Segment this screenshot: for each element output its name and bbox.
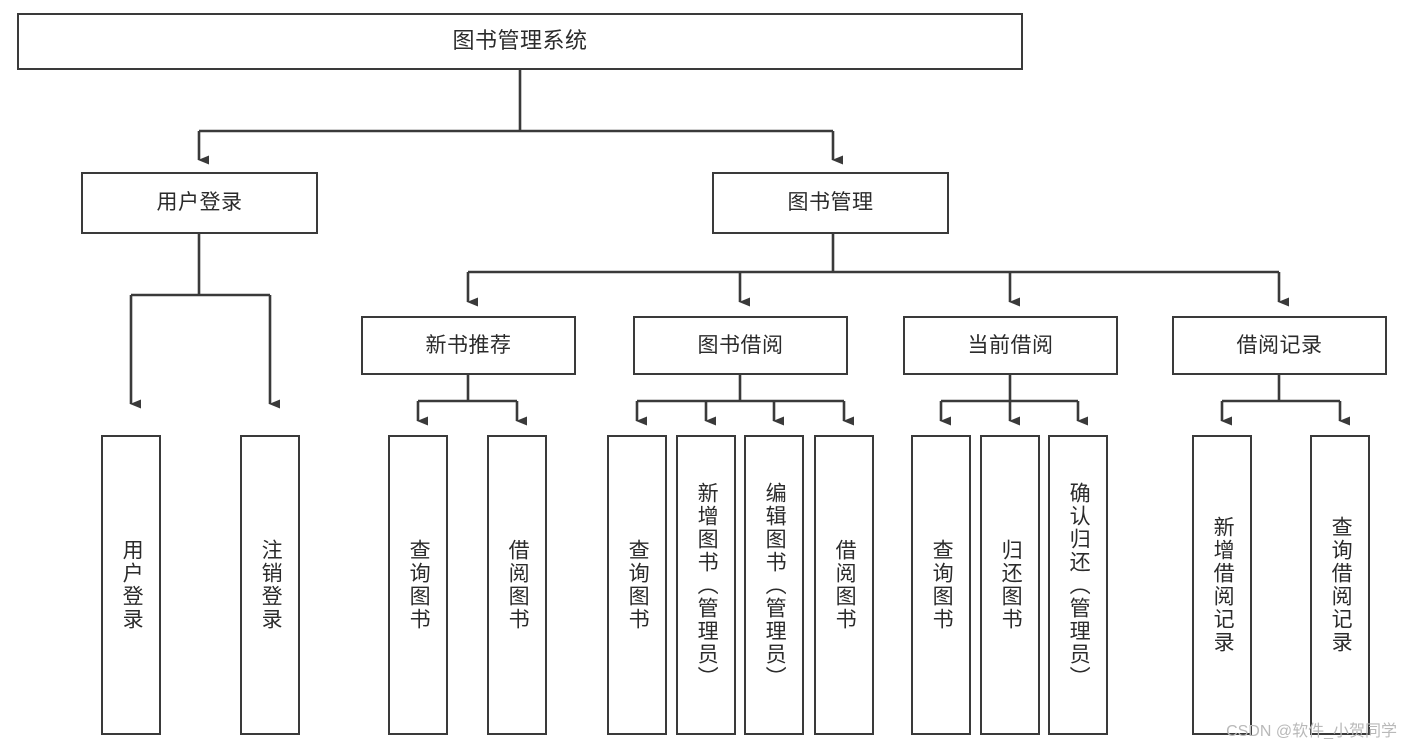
node-label: 查询图书 bbox=[626, 539, 650, 631]
node-leaf-query-book-2[interactable]: 查询图书 bbox=[607, 435, 667, 735]
node-label: 借阅图书 bbox=[506, 539, 530, 631]
node-user-login[interactable]: 用户登录 bbox=[81, 172, 318, 234]
node-new-book-recommend[interactable]: 新书推荐 bbox=[361, 316, 576, 375]
node-leaf-query-book-1[interactable]: 查询图书 bbox=[388, 435, 448, 735]
csdn-watermark: CSDN @软件_小贺同学 bbox=[1226, 723, 1397, 740]
node-leaf-borrow-book-1[interactable]: 借阅图书 bbox=[487, 435, 547, 735]
node-label: 借阅记录 bbox=[1236, 333, 1323, 357]
node-label: 用户登录 bbox=[120, 539, 144, 631]
node-leaf-borrow-book-2[interactable]: 借阅图书 bbox=[814, 435, 874, 735]
node-label: 借阅图书 bbox=[833, 539, 857, 631]
node-book-management[interactable]: 图书管理 bbox=[712, 172, 949, 234]
node-leaf-user-login[interactable]: 用户登录 bbox=[101, 435, 161, 735]
node-label: 图书管理 bbox=[787, 191, 874, 215]
node-label: 新增借阅记录 bbox=[1211, 516, 1235, 654]
node-root-book-management-system[interactable]: 图书管理系统 bbox=[17, 13, 1023, 70]
node-label: 注销登录 bbox=[259, 539, 283, 631]
node-label: 图书管理系统 bbox=[452, 28, 588, 54]
node-label: 当前借阅 bbox=[967, 333, 1054, 357]
node-label: 归还图书 bbox=[999, 539, 1023, 631]
node-leaf-query-book-3[interactable]: 查询图书 bbox=[911, 435, 971, 735]
node-label: 新书推荐 bbox=[425, 333, 512, 357]
node-book-borrow[interactable]: 图书借阅 bbox=[633, 316, 848, 375]
node-label: 编辑图书（管理员） bbox=[763, 481, 787, 689]
node-label: 查询图书 bbox=[930, 539, 954, 631]
node-label: 新增图书（管理员） bbox=[695, 481, 719, 689]
node-leaf-return-book[interactable]: 归还图书 bbox=[980, 435, 1040, 735]
node-current-borrow[interactable]: 当前借阅 bbox=[903, 316, 1118, 375]
node-borrow-record[interactable]: 借阅记录 bbox=[1172, 316, 1387, 375]
node-label: 查询图书 bbox=[407, 539, 431, 631]
node-leaf-confirm-return[interactable]: 确认归还（管理员） bbox=[1048, 435, 1108, 735]
node-leaf-add-borrow-record[interactable]: 新增借阅记录 bbox=[1192, 435, 1252, 735]
node-leaf-edit-book[interactable]: 编辑图书（管理员） bbox=[744, 435, 804, 735]
node-label: 图书借阅 bbox=[697, 333, 784, 357]
node-label: 查询借阅记录 bbox=[1329, 516, 1353, 654]
node-leaf-query-borrow-record[interactable]: 查询借阅记录 bbox=[1310, 435, 1370, 735]
node-label: 用户登录 bbox=[156, 191, 243, 215]
node-label: 确认归还（管理员） bbox=[1067, 481, 1091, 689]
node-leaf-add-book[interactable]: 新增图书（管理员） bbox=[676, 435, 736, 735]
node-leaf-logout-login[interactable]: 注销登录 bbox=[240, 435, 300, 735]
